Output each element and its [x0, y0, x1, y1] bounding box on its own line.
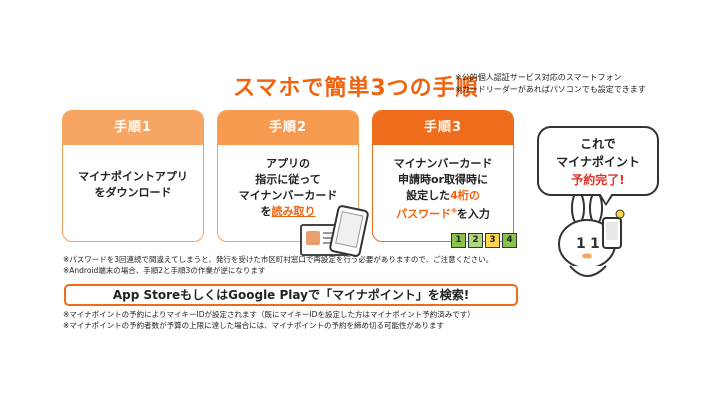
step-2-text: アプリの 指示に従って マイナンバーカード を読み取り: [218, 145, 358, 241]
bottom-note: ※マイナポイントの予約によりマイキーIDが設定されます（既にマイキーIDを設定し…: [63, 310, 475, 319]
svg-text:1: 1: [590, 236, 600, 252]
bubble-tail-fill: [600, 193, 612, 203]
step-text-line: を読み取り: [260, 205, 316, 218]
digit-tile: 4: [502, 233, 517, 248]
step-text-line: マイナポイントアプリ: [78, 170, 188, 183]
read-emphasis: 読み取り: [271, 205, 316, 218]
speech-bubble: これで マイナポイント 予約完了!: [537, 126, 659, 196]
step-text-line: マイナンバーカード: [238, 189, 338, 202]
caution-notes: ※パスワードを3回連続で間違えてしまうと、発行を受けた市区町村窓口で再設定を行う…: [63, 254, 493, 276]
bubble-line: マイナポイント: [556, 155, 640, 169]
bubble-complete: 予約完了!: [571, 173, 625, 187]
step-text-line: パスワード※を入力: [396, 207, 490, 221]
search-banner: App StoreもしくはGoogle Playで「マイナポイント」を検索!: [64, 284, 518, 306]
bubble-line: これで: [580, 137, 616, 151]
step-3-text: マイナンバーカード 申請時or取得時に 設定した4桁の パスワード※を入力: [373, 145, 513, 241]
step-text-line: をダウンロード: [94, 186, 172, 199]
step-1-header: 手順1: [63, 111, 203, 145]
step-1-card: 手順1 マイナポイントアプリ をダウンロード: [62, 110, 204, 242]
password-digits: 1 2 3 4: [451, 233, 517, 248]
step-1-text: マイナポイントアプリ をダウンロード: [63, 145, 203, 241]
digit-tile: 2: [468, 233, 483, 248]
digit-tile: 1: [451, 233, 466, 248]
top-notes: ※公的個人認証サービス対応のスマートフォン ※カードリーダーがあればパソコンでも…: [455, 72, 646, 96]
digit-tile: 3: [485, 233, 500, 248]
step-2-header: 手順2: [218, 111, 358, 145]
mynapoint-rabbit-icon: 1 1: [558, 196, 625, 277]
svg-text:1: 1: [576, 236, 586, 252]
caution-note: ※Android端末の場合、手順2と手順3の作業が逆になります: [63, 266, 266, 275]
step-2-card: 手順2 アプリの 指示に従って マイナンバーカード を読み取り: [217, 110, 359, 242]
step-text-line: 設定した4桁の: [406, 189, 480, 202]
step-text-line: アプリの: [266, 157, 310, 170]
top-note: ※公的個人認証サービス対応のスマートフォン: [455, 73, 622, 82]
step-text-line: 申請時or取得時に: [398, 173, 488, 186]
top-note: ※カードリーダーがあればパソコンでも設定できます: [455, 85, 646, 94]
page-title: スマホで簡単3つの手順: [233, 76, 479, 101]
bottom-note: ※マイナポイントの予約者数が予算の上限に達した場合には、マイナポイントの予約を締…: [63, 321, 444, 330]
step-3-header: 手順3: [373, 111, 513, 145]
step-text-line: マイナンバーカード: [393, 157, 493, 170]
bottom-notes: ※マイナポイントの予約によりマイキーIDが設定されます（既にマイキーIDを設定し…: [63, 309, 475, 331]
step-3-card: 手順3 マイナンバーカード 申請時or取得時に 設定した4桁の パスワード※を入…: [372, 110, 514, 242]
caution-note: ※パスワードを3回連続で間違えてしまうと、発行を受けた市区町村窓口で再設定を行う…: [63, 255, 494, 264]
step-text-line: 指示に従って: [255, 173, 321, 186]
